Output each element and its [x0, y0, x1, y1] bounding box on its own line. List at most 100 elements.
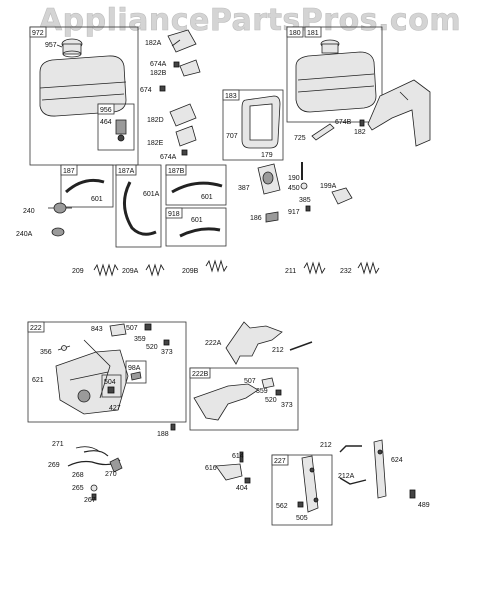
box-183 — [222, 89, 284, 161]
label-621: 621 — [32, 377, 44, 384]
label-918: 918 — [168, 211, 180, 218]
spring-211 — [303, 261, 326, 275]
watermark-text: AppliancePartsPros.com — [39, 3, 461, 38]
label-674B: 674B — [335, 119, 352, 126]
label-212A: 212A — [338, 473, 355, 480]
label-182: 182 — [354, 129, 366, 136]
label-843: 843 — [91, 326, 103, 333]
label-359-a: 359 — [134, 336, 146, 343]
lever-624 — [373, 439, 387, 499]
label-179: 179 — [261, 152, 273, 159]
tank-bracket-group[interactable]: 182A 674A 182B 674 182D 182E 674A — [140, 29, 201, 161]
box-187A — [115, 164, 162, 248]
label-520-a: 520 — [146, 344, 158, 351]
springs-group[interactable]: 209 209A 209B 211 232 — [72, 259, 380, 277]
label-270: 270 — [105, 471, 117, 478]
spring-209A — [145, 263, 165, 277]
box-187 — [60, 164, 114, 208]
label-222A: 222A — [205, 340, 222, 347]
label-507-a: 507 — [126, 325, 138, 332]
label-182D: 182D — [147, 117, 164, 124]
tank-strap — [241, 95, 281, 149]
label-186: 186 — [250, 215, 262, 222]
box-180 — [286, 26, 383, 123]
label-188: 188 — [157, 431, 169, 438]
label-209B: 209B — [182, 268, 199, 275]
fuel-line-group[interactable]: 187 601 187A 601A 187B 601 918 601 — [60, 164, 227, 248]
label-674A-2: 674A — [160, 154, 177, 161]
box-227 — [271, 454, 333, 526]
label-427: 427 — [109, 405, 121, 412]
label-182E: 182E — [147, 140, 164, 147]
label-957: 957 — [45, 42, 57, 49]
label-674: 674 — [140, 87, 152, 94]
bracket-222A-group[interactable]: 222A 212 — [205, 321, 313, 365]
label-232: 232 — [340, 268, 352, 275]
label-209: 209 — [72, 268, 84, 275]
bracket-222A — [225, 321, 283, 365]
label-209A: 209A — [122, 268, 139, 275]
bracket-222B — [193, 383, 259, 421]
box-956 — [97, 103, 135, 151]
control-assembly-group[interactable]: 222 843 507 359 520 373 356 621 504 98A … — [27, 321, 187, 438]
lever-227-group[interactable]: 227 562 505 — [271, 454, 333, 526]
label-507-b: 507 — [244, 378, 256, 385]
box-222 — [27, 321, 187, 423]
label-373-b: 373 — [281, 402, 293, 409]
throttle-rod-group[interactable]: 212 212A 624 489 — [320, 439, 430, 509]
box-972-tag — [29, 26, 47, 38]
spring-209B — [205, 259, 228, 273]
fuel-filter-240 — [53, 202, 67, 214]
label-520-b: 520 — [265, 397, 277, 404]
label-614: 614 — [232, 453, 244, 460]
label-180: 180 — [289, 30, 301, 37]
label-356: 356 — [40, 349, 52, 356]
fuel-filter-group[interactable]: 240 240A — [16, 202, 72, 238]
spring-232 — [357, 261, 380, 275]
tank-strap-group[interactable]: 183 707 179 — [222, 89, 284, 161]
label-601-b: 601 — [201, 194, 213, 201]
label-404: 404 — [236, 485, 248, 492]
bracket-222B-group[interactable]: 222B 507 359 520 373 — [189, 367, 299, 431]
label-187B: 187B — [168, 168, 185, 175]
tank-mount-group[interactable]: 725 674B 182 — [294, 79, 431, 147]
label-222: 222 — [30, 325, 42, 332]
fuel-tank-group[interactable]: 972 957 956 464 — [29, 26, 139, 166]
label-917: 917 — [288, 209, 300, 216]
label-489: 489 — [418, 502, 430, 509]
label-616: 616 — [205, 465, 217, 472]
label-359-b: 359 — [256, 388, 268, 395]
large-fuel-tank — [295, 51, 377, 113]
label-212-b: 212 — [320, 442, 332, 449]
bracket-182B — [179, 59, 201, 77]
label-222B: 222B — [192, 371, 209, 378]
label-199A: 199A — [320, 183, 337, 190]
large-tank-group[interactable]: 180 181 — [286, 26, 383, 123]
label-373-a: 373 — [161, 349, 173, 356]
label-504: 504 — [104, 379, 116, 386]
label-271: 271 — [52, 441, 64, 448]
label-212-a: 212 — [272, 347, 284, 354]
label-187A: 187A — [118, 168, 135, 175]
label-269: 269 — [48, 462, 60, 469]
label-240A: 240A — [16, 231, 33, 238]
bracket-182E — [175, 125, 197, 147]
bracket-182 — [367, 79, 431, 147]
box-222B — [189, 367, 299, 431]
box-98A — [125, 360, 147, 384]
label-450: 450 — [288, 185, 300, 192]
label-562: 562 — [276, 503, 288, 510]
fuel-pump-group[interactable]: 387 190 450 385 199A 186 917 — [238, 162, 353, 223]
fuel-filter-240A — [51, 227, 65, 237]
lever-616 — [215, 463, 243, 481]
label-674A-1: 674A — [150, 61, 167, 68]
label-972: 972 — [32, 30, 44, 37]
linkage-group[interactable]: 614 616 404 — [205, 451, 251, 492]
cable-group[interactable]: 271 269 268 270 265 267 — [48, 441, 123, 504]
fuel-tank — [39, 55, 127, 117]
label-385: 385 — [299, 197, 311, 204]
spring-209 — [93, 263, 119, 277]
box-187B — [165, 164, 227, 206]
label-267: 267 — [84, 497, 96, 504]
